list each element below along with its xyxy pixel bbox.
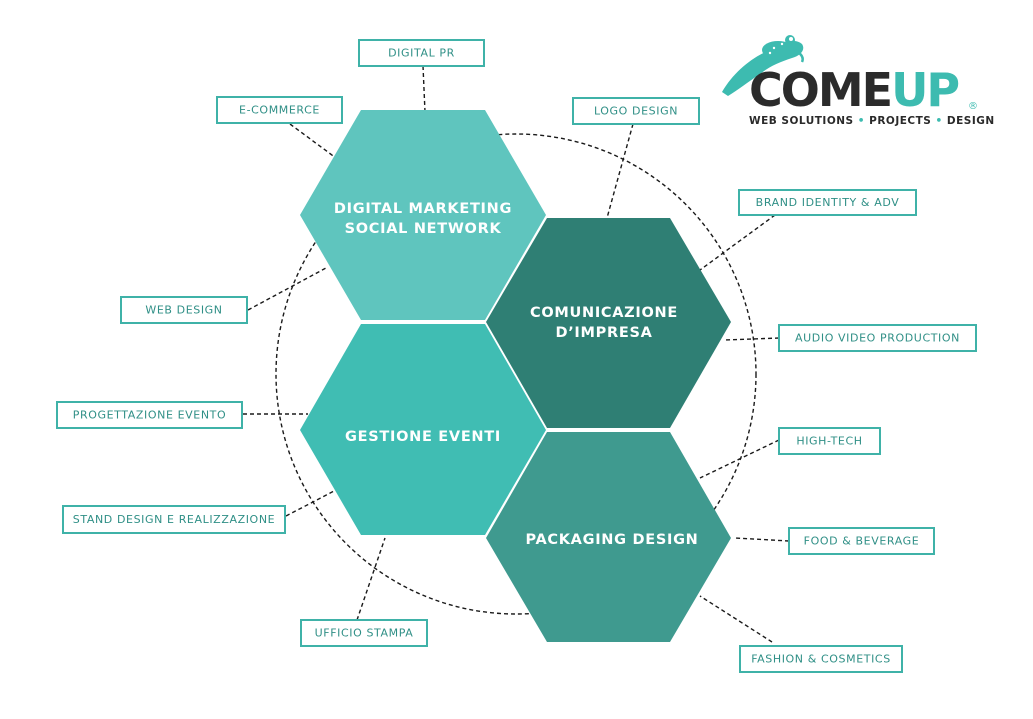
brand-name: COMEUP — [749, 63, 958, 117]
svg-text:WEB DESIGN: WEB DESIGN — [145, 304, 222, 317]
frog-mascot-icon — [722, 35, 804, 96]
dashed-circle — [275, 133, 757, 615]
tag-ufficio-stampa: UFFICIO STAMPA — [300, 619, 428, 647]
connector-stand-design — [285, 489, 337, 517]
connector-e-commerce — [289, 123, 337, 159]
svg-text:E-COMMERCE: E-COMMERCE — [239, 104, 320, 117]
connector-logo-design — [606, 123, 634, 219]
svg-text:AUDIO VIDEO PRODUCTION: AUDIO VIDEO PRODUCTION — [795, 332, 960, 345]
connector-ufficio-stampa — [356, 537, 386, 621]
svg-text:UFFICIO STAMPA: UFFICIO STAMPA — [315, 627, 414, 640]
hex-comunicazione — [486, 218, 731, 428]
tag-logo-design: LOGO DESIGN — [572, 97, 700, 125]
tag-high-tech: HIGH-TECH — [778, 427, 881, 455]
hex-label-marketing-1: DIGITAL MARKETING — [334, 201, 512, 217]
tag-stand-design: STAND DESIGN E REALIZZAZIONE — [62, 505, 286, 534]
tag-web-design: WEB DESIGN — [120, 296, 248, 324]
connector-fashion — [699, 595, 773, 643]
hex-label-comunicazione-2: D’IMPRESA — [555, 325, 652, 341]
hex-digital-marketing — [300, 110, 546, 320]
hex-label-packaging: PACKAGING DESIGN — [525, 532, 698, 548]
hex-packaging — [486, 432, 731, 642]
svg-text:FASHION & COSMETICS: FASHION & COSMETICS — [751, 653, 891, 666]
hexagons: DIGITAL MARKETING SOCIAL NETWORK COMUNIC… — [300, 110, 731, 642]
svg-text:PROGETTAZIONE EVENTO: PROGETTAZIONE EVENTO — [73, 409, 226, 422]
connectors — [243, 65, 790, 643]
hex-gestione-eventi — [300, 324, 546, 535]
tag-food-beverage: FOOD & BEVERAGE — [788, 527, 935, 555]
tag-progettazione-evento: PROGETTAZIONE EVENTO — [56, 401, 243, 429]
tag-fashion-cosmetics: FASHION & COSMETICS — [739, 645, 903, 673]
connector-digital-pr — [422, 65, 426, 113]
brand-name-part2: UP — [891, 63, 958, 117]
brand-name-part1: COME — [749, 63, 891, 117]
brand-tagline: WEB SOLUTIONS • PROJECTS • DESIGN — [749, 115, 995, 127]
service-tags: DIGITAL PR E-COMMERCE LOGO DESIGN BRAND … — [56, 39, 977, 673]
connector-web-design — [247, 267, 327, 311]
comeup-logo: COMEUP ® WEB SOLUTIONS • PROJECTS • DESI… — [722, 35, 995, 127]
connector-high-tech — [699, 439, 780, 479]
svg-text:LOGO DESIGN: LOGO DESIGN — [594, 105, 678, 118]
registered-mark: ® — [968, 101, 978, 112]
tag-audio-video: AUDIO VIDEO PRODUCTION — [778, 324, 977, 352]
svg-text:STAND DESIGN E REALIZZAZIONE: STAND DESIGN E REALIZZAZIONE — [73, 513, 275, 526]
svg-text:DIGITAL PR: DIGITAL PR — [388, 47, 455, 60]
svg-text:BRAND IDENTITY & ADV: BRAND IDENTITY & ADV — [756, 196, 900, 209]
tag-e-commerce: E-COMMERCE — [216, 96, 343, 124]
hex-label-comunicazione-1: COMUNICAZIONE — [530, 305, 678, 321]
hex-label-eventi: GESTIONE EVENTI — [345, 429, 501, 445]
tag-brand-identity: BRAND IDENTITY & ADV — [738, 189, 917, 216]
svg-text:FOOD & BEVERAGE: FOOD & BEVERAGE — [804, 535, 920, 548]
connector-food-beverage — [734, 537, 790, 542]
connector-brand-identity — [699, 214, 776, 271]
svg-text:HIGH-TECH: HIGH-TECH — [796, 435, 862, 448]
tag-digital-pr: DIGITAL PR — [358, 39, 485, 67]
connector-audio-video — [723, 337, 780, 341]
hex-label-marketing-2: SOCIAL NETWORK — [345, 221, 502, 237]
